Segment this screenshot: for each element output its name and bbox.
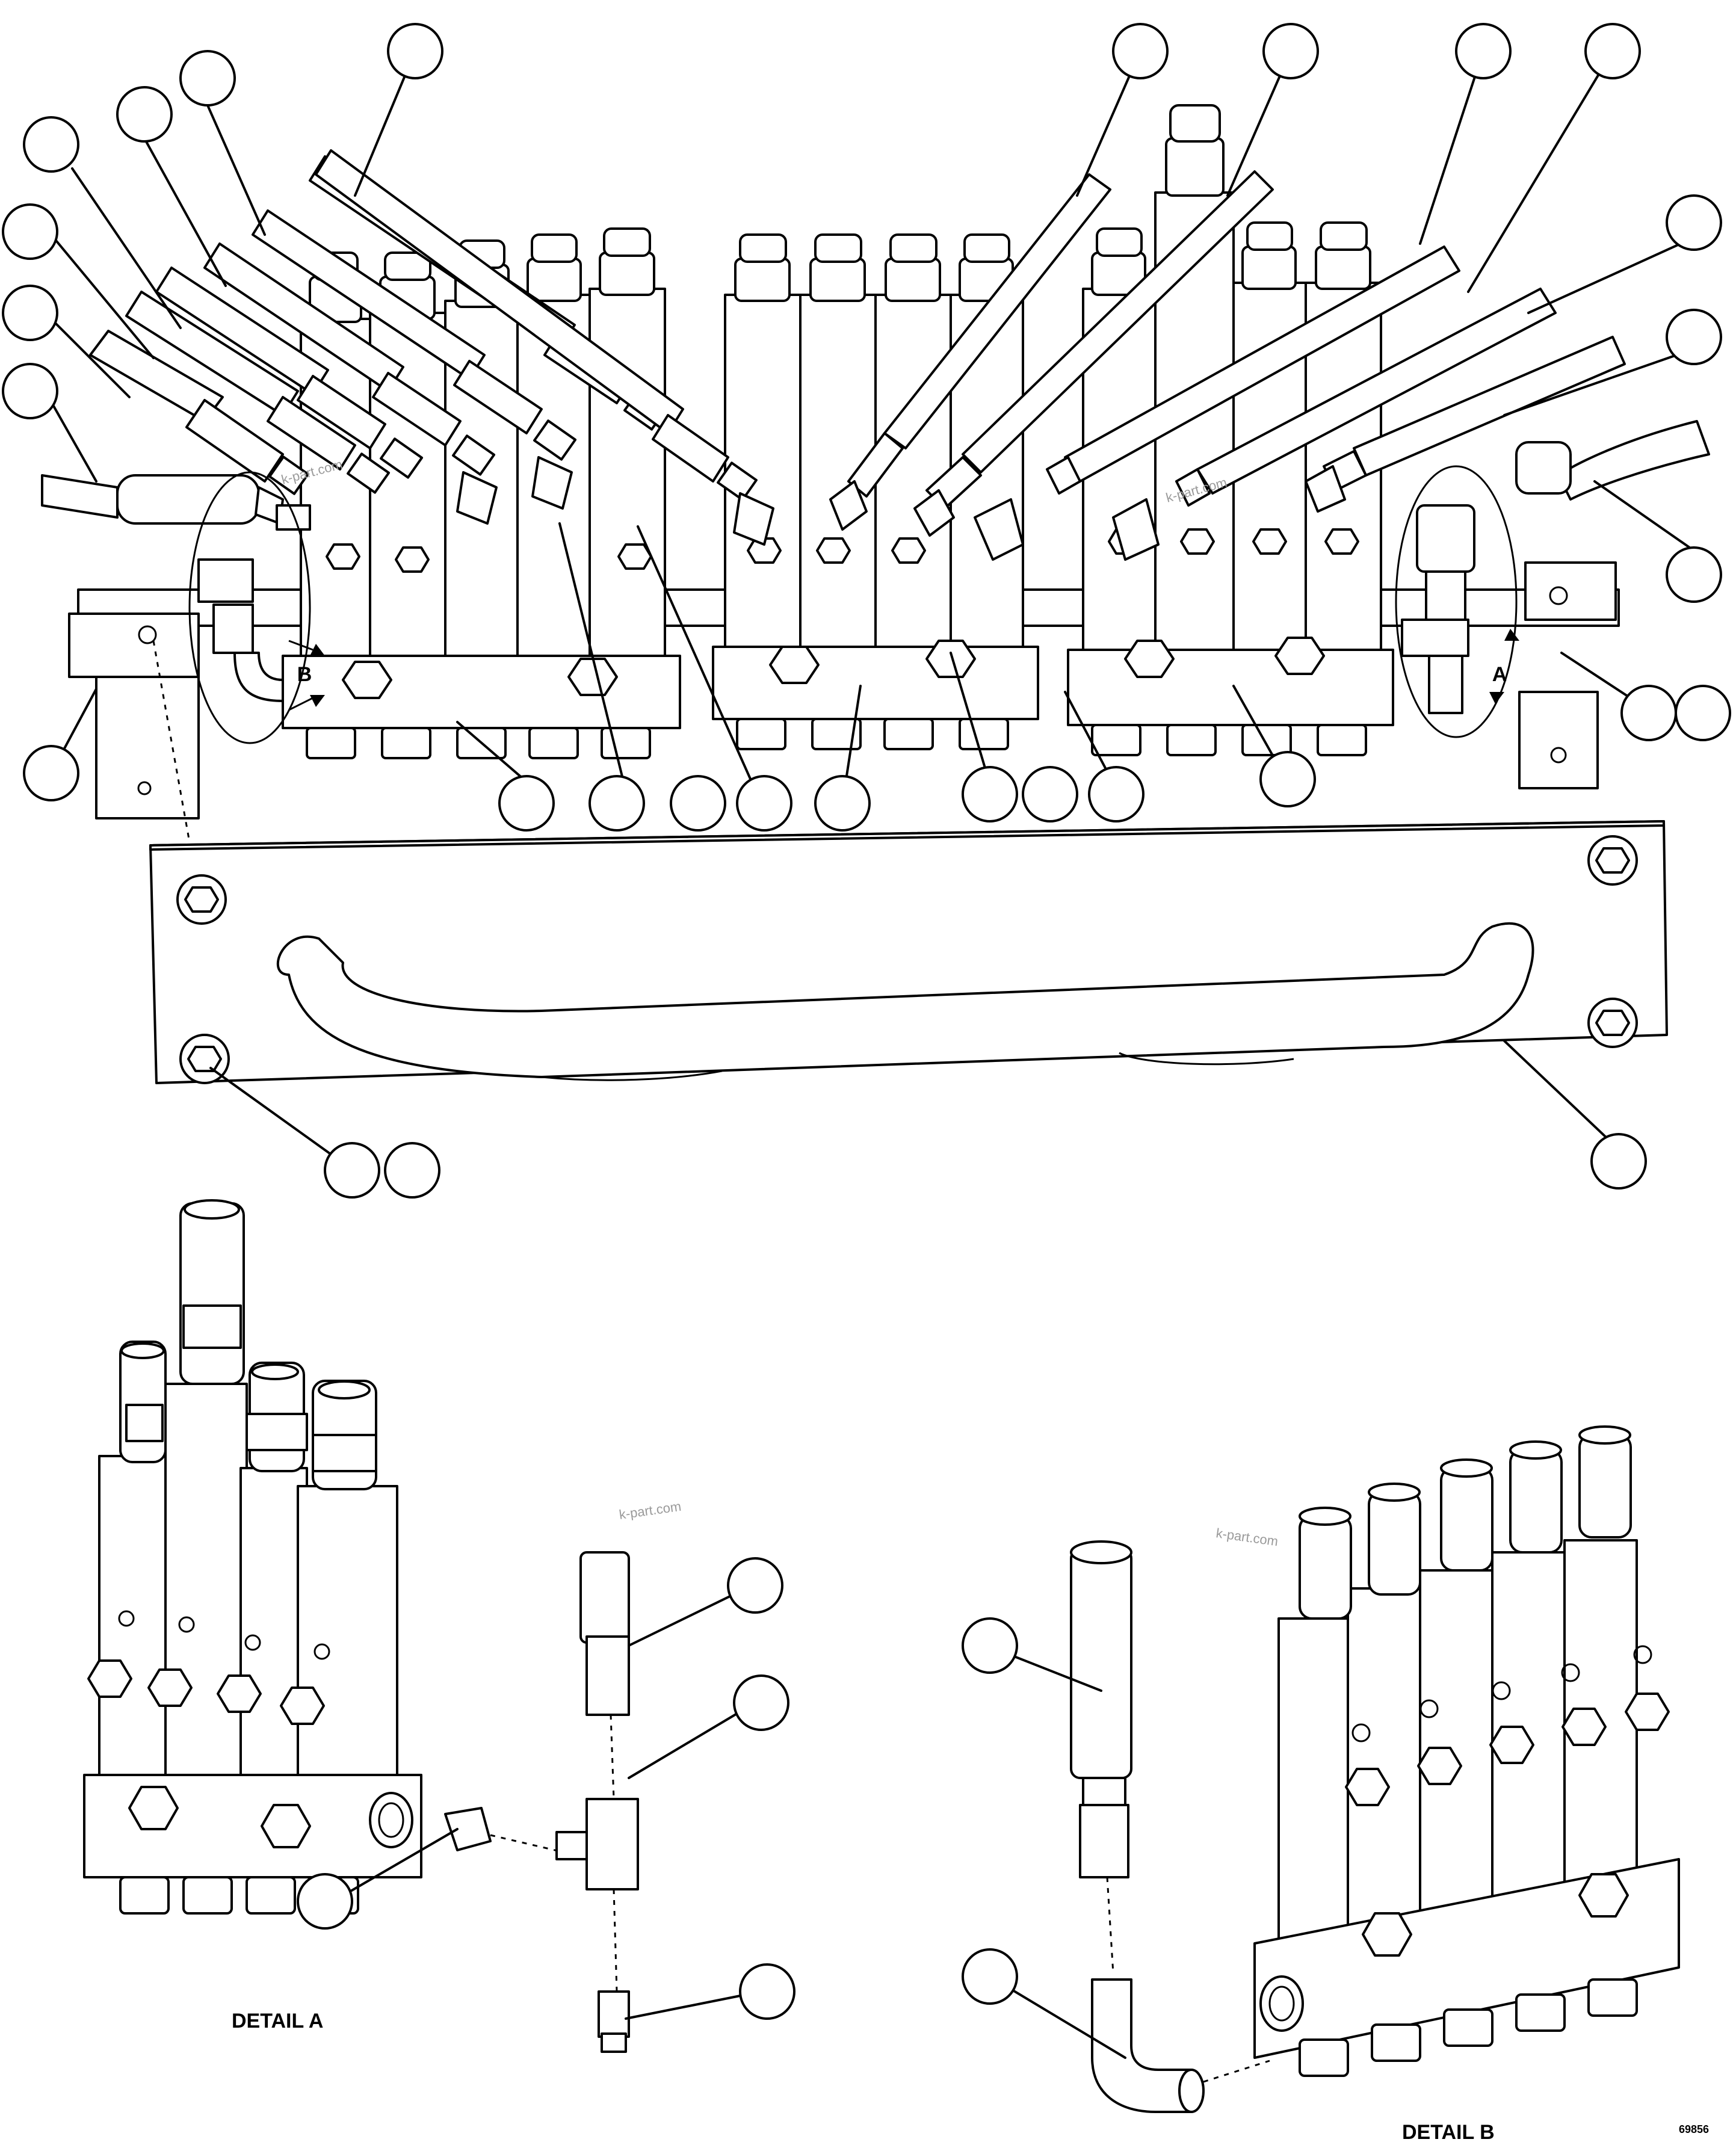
watermark: k-part.com xyxy=(618,1499,682,1522)
watermark: k-part.com xyxy=(1215,1525,1279,1549)
detail-callout-b: B xyxy=(188,471,325,744)
hose-top-left xyxy=(315,149,774,546)
callout-bubble xyxy=(384,1142,440,1199)
right-bracket xyxy=(1518,561,1617,789)
callout-bubble xyxy=(733,1674,789,1731)
detail-callout-a: A xyxy=(1395,465,1519,738)
callout-bubble xyxy=(1259,751,1316,807)
main-assembly: B A k-part.com k-part.com xyxy=(2,23,1731,1199)
detail-a-valve-bank xyxy=(83,1199,422,1915)
cover-plate xyxy=(149,820,1668,1084)
callout-bubble xyxy=(1675,685,1731,741)
callout-bubble xyxy=(498,775,555,832)
cover-bolts xyxy=(176,835,1638,1084)
hex-plugs xyxy=(769,640,976,684)
valve-body xyxy=(588,227,666,657)
callout-bubble xyxy=(23,116,79,173)
hose xyxy=(913,170,1274,537)
callout-bubble xyxy=(588,775,645,832)
manifold-outlets xyxy=(306,727,651,759)
detail-a-caption: DETAIL A xyxy=(232,2010,323,2032)
callout-bubble xyxy=(962,766,1018,822)
manifold-right xyxy=(1067,649,1394,726)
callout-bubble xyxy=(324,1142,380,1199)
hose xyxy=(41,474,311,531)
hex-plugs xyxy=(1124,637,1325,678)
manifold-center xyxy=(712,646,1039,720)
hose xyxy=(125,291,391,494)
detail-b-manifold xyxy=(1253,1858,1680,2059)
hose xyxy=(829,173,1111,531)
detail-a-leaders xyxy=(297,1557,795,2020)
callout-bubble xyxy=(1666,309,1722,365)
hose xyxy=(1112,288,1557,561)
detail-marker-a: A xyxy=(1492,663,1507,686)
callout-bubble xyxy=(1455,23,1512,79)
cover-handle xyxy=(276,922,1534,1078)
detail-a: k-part.com DETAIL A xyxy=(83,1199,795,2053)
callout-bubble xyxy=(2,363,58,419)
callout-bubble xyxy=(387,23,443,79)
detail-a-fittings xyxy=(444,1551,639,2053)
hose xyxy=(1515,420,1710,501)
callout-bubble xyxy=(962,1617,1018,1674)
hose xyxy=(974,245,1460,561)
alignment-line xyxy=(152,640,191,843)
callout-bubble xyxy=(670,775,726,832)
hose xyxy=(203,242,498,525)
hose xyxy=(1305,336,1626,513)
callout-bubble xyxy=(1088,766,1144,822)
callout-bubble xyxy=(1666,546,1722,603)
hoses-right xyxy=(829,170,1710,561)
valve-bank-center xyxy=(712,233,1039,750)
callout-bubble xyxy=(2,203,58,260)
valve-body xyxy=(874,233,952,657)
hoses-left xyxy=(41,149,774,546)
detail-b: k-part.com xyxy=(962,1425,1709,2144)
callout-bubble xyxy=(962,1948,1018,2005)
manifold-outlets xyxy=(1091,724,1367,756)
hose xyxy=(89,330,309,495)
figure-number: 69856 xyxy=(1679,2123,1709,2135)
leader-lines xyxy=(44,50,1695,1168)
callout-bubble xyxy=(1262,23,1319,79)
callout-bubbles xyxy=(2,23,1731,1199)
callout-bubble xyxy=(179,50,236,106)
hex-plugs xyxy=(342,658,618,699)
detail-marker-b: B xyxy=(297,663,312,686)
detail-b-fittings xyxy=(1070,1540,1270,2113)
detail-b-caption: DETAIL B xyxy=(1402,2121,1495,2144)
detail-b-valve-bank xyxy=(1253,1425,1680,2077)
hose xyxy=(252,209,577,510)
valve-side-fittings xyxy=(326,528,1359,573)
valve-body xyxy=(724,233,802,657)
valve-body xyxy=(799,233,877,657)
callout-bubble xyxy=(1022,766,1078,822)
left-bracket xyxy=(68,613,200,819)
callout-bubble xyxy=(1112,23,1169,79)
callout-bubble xyxy=(1620,685,1677,741)
detail-b-leaders xyxy=(962,1617,1126,2059)
callout-bubble xyxy=(1590,1133,1647,1190)
callout-bubble xyxy=(739,1963,795,2020)
callout-bubble xyxy=(297,1873,353,1930)
callout-bubble xyxy=(116,86,173,143)
callout-bubble xyxy=(2,285,58,341)
manifold-left xyxy=(282,655,681,729)
hose xyxy=(155,267,424,479)
callout-bubble xyxy=(23,745,79,801)
callout-bubble xyxy=(1584,23,1641,79)
callout-bubble xyxy=(814,775,871,832)
manifold-outlets xyxy=(736,718,1009,750)
callout-bubble xyxy=(736,775,792,832)
callout-bubble xyxy=(1666,194,1722,251)
callout-bubble xyxy=(727,1557,783,1614)
